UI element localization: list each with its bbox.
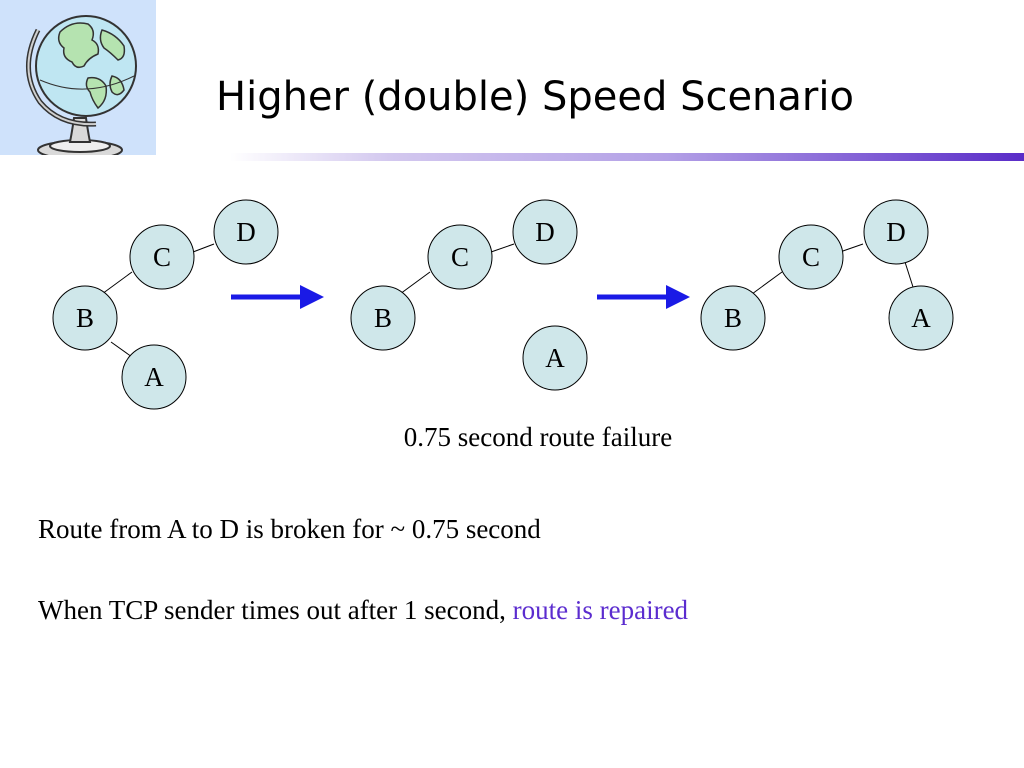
svg-text:A: A bbox=[911, 303, 931, 333]
node-d: D bbox=[213, 199, 279, 265]
node-b: B bbox=[700, 285, 766, 351]
svg-text:B: B bbox=[374, 303, 392, 333]
link-c-b bbox=[101, 271, 133, 295]
node-a: A bbox=[888, 285, 954, 351]
node-a: A bbox=[121, 344, 187, 410]
svg-text:A: A bbox=[545, 343, 565, 373]
link-c-b bbox=[399, 271, 431, 295]
svg-text:D: D bbox=[535, 217, 555, 247]
svg-text:D: D bbox=[236, 217, 256, 247]
tcp-timeout-plain: When TCP sender times out after 1 second… bbox=[38, 595, 513, 625]
svg-text:B: B bbox=[724, 303, 742, 333]
transition-arrow-2 bbox=[597, 285, 690, 309]
svg-text:D: D bbox=[886, 217, 906, 247]
link-d-c bbox=[839, 243, 864, 253]
route-repaired-highlight: route is repaired bbox=[512, 595, 689, 625]
link-d-c bbox=[192, 243, 215, 253]
link-d-c bbox=[490, 243, 515, 253]
node-d: D bbox=[863, 199, 929, 265]
link-d-a bbox=[904, 261, 914, 288]
globe-icon bbox=[0, 0, 156, 160]
link-c-b bbox=[751, 271, 783, 295]
node-b: B bbox=[350, 285, 416, 351]
node-c: C bbox=[427, 224, 493, 290]
slide-title: Higher (double) Speed Scenario bbox=[216, 74, 854, 120]
failure-caption: 0.75 second route failure bbox=[403, 422, 673, 452]
link-b-a bbox=[110, 341, 133, 358]
svg-text:C: C bbox=[802, 242, 820, 272]
node-b: B bbox=[52, 285, 118, 351]
svg-text:C: C bbox=[153, 242, 171, 272]
network-diagram: D C B A D bbox=[52, 199, 954, 410]
svg-text:B: B bbox=[76, 303, 94, 333]
transition-arrow-1 bbox=[231, 285, 324, 309]
svg-text:C: C bbox=[451, 242, 469, 272]
stage-2: D C B A bbox=[350, 199, 588, 391]
node-a: A bbox=[522, 325, 588, 391]
node-c: C bbox=[129, 224, 195, 290]
stage-3: D C B A bbox=[700, 199, 954, 351]
node-c: C bbox=[778, 224, 844, 290]
stage-1: D C B A bbox=[52, 199, 279, 410]
svg-text:A: A bbox=[144, 362, 164, 392]
node-d: D bbox=[512, 199, 578, 265]
tcp-timeout-text: When TCP sender times out after 1 second… bbox=[38, 593, 688, 627]
route-broken-text: Route from A to D is broken for ~ 0.75 s… bbox=[38, 514, 541, 544]
title-underline bbox=[230, 153, 1024, 161]
